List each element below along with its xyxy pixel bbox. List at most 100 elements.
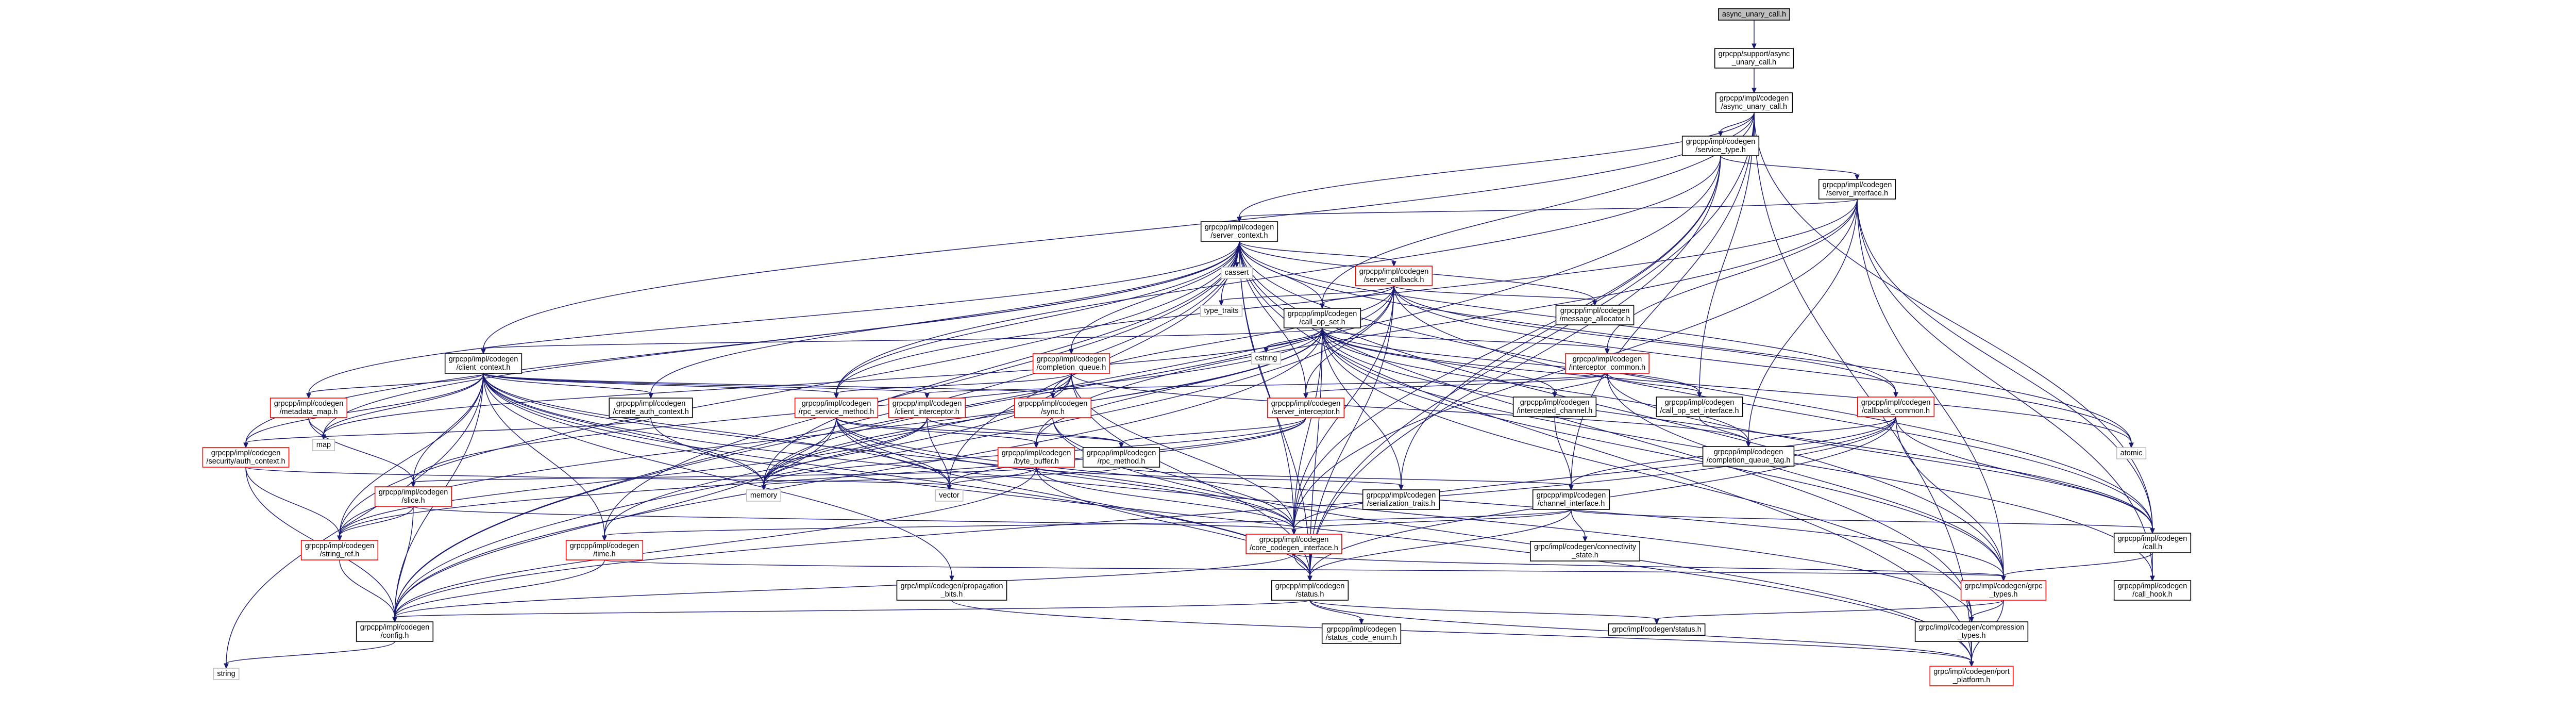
node-box bbox=[1702, 446, 1795, 467]
graph-node-server-context[interactable]: grpcpp/impl/codegen/server_context.h bbox=[1200, 221, 1278, 242]
graph-node-propagation-bits[interactable]: grpc/impl/codegen/propagation_bits.h bbox=[896, 580, 1007, 601]
graph-node-config[interactable]: grpcpp/impl/codegen/config.h bbox=[356, 621, 434, 642]
graph-node-client-interceptor[interactable]: grpcpp/impl/codegen/client_interceptor.h bbox=[888, 398, 966, 418]
node-label-line: /interceptor_common.h bbox=[1569, 364, 1645, 372]
graph-node-root[interactable]: async_unary_call.h bbox=[1718, 8, 1790, 21]
graph-node-sync[interactable]: grpcpp/impl/codegen/sync.h bbox=[1014, 398, 1092, 418]
edge-server-interface-to-interceptor-common bbox=[1605, 199, 1858, 355]
node-label-line: grpcpp/impl/codegen bbox=[1205, 223, 1274, 232]
edge-server-callback-to-atomic bbox=[1393, 285, 2134, 449]
node-label-line: /status_code_enum.h bbox=[1326, 634, 1398, 642]
graph-node-service-type[interactable]: grpcpp/impl/codegen/service_type.h bbox=[1681, 136, 1760, 156]
node-box bbox=[1857, 397, 1935, 417]
edge-completion-queue-to-rpc-service-method bbox=[834, 373, 1072, 399]
graph-node-slice[interactable]: grpcpp/impl/codegen/slice.h bbox=[374, 486, 452, 507]
node-label-line: grpcpp/impl/codegen bbox=[1560, 307, 1630, 315]
node-label-line: grpcpp/impl/codegen bbox=[1720, 94, 1789, 103]
node-label-line: grpcpp/impl/codegen bbox=[1537, 491, 1606, 500]
edge-client-context-to-create-auth-context bbox=[483, 373, 653, 399]
graph-node-support[interactable]: grpcpp/support/async_unary_call.h bbox=[1714, 48, 1794, 69]
graph-node-vector: vector bbox=[935, 489, 964, 502]
edge-security-auth-context-to-vector bbox=[245, 467, 952, 491]
graph-node-serialization-traits[interactable]: grpcpp/impl/codegen/serialization_traits… bbox=[1362, 489, 1440, 510]
node-box bbox=[356, 621, 434, 642]
graph-node-call-op-set[interactable]: grpcpp/impl/codegen/call_op_set.h bbox=[1283, 308, 1361, 328]
edge-config-to-string bbox=[224, 641, 395, 669]
graph-node-rpc-method[interactable]: grpcpp/impl/codegen/rpc_method.h bbox=[1082, 447, 1160, 468]
graph-node-server-callback[interactable]: grpcpp/impl/codegen/server_callback.h bbox=[1355, 266, 1433, 286]
graph-node-server-interface[interactable]: grpcpp/impl/codegen/server_interface.h bbox=[1818, 179, 1896, 200]
node-label-line: _state.h bbox=[1571, 551, 1598, 559]
edge-client-context-to-port-platform bbox=[483, 373, 1974, 667]
edge-service-type-to-core-codegen-interface bbox=[1291, 155, 1721, 535]
edge-interceptor-common-to-intercepted-channel bbox=[1552, 373, 1608, 398]
graph-node-time[interactable]: grpcpp/impl/codegen/time.h bbox=[565, 540, 644, 560]
graph-node-interceptor-common[interactable]: grpcpp/impl/codegen/interceptor_common.h bbox=[1565, 353, 1649, 374]
graph-node-callback-common[interactable]: grpcpp/impl/codegen/callback_common.h bbox=[1857, 397, 1935, 417]
node-box bbox=[609, 398, 693, 418]
graph-node-call-hook[interactable]: grpcpp/impl/codegen/call_hook.h bbox=[2113, 580, 2192, 601]
node-label-line: grpcpp/impl/codegen bbox=[2118, 535, 2187, 543]
edge-time-to-grpc-types bbox=[604, 559, 2006, 582]
edge-slice-to-core-codegen-interface bbox=[413, 506, 1297, 535]
graph-node-completion-queue[interactable]: grpcpp/impl/codegen/completion_queue.h bbox=[1032, 353, 1110, 374]
edge-server-callback-to-callback-common bbox=[1393, 285, 1898, 398]
node-box bbox=[312, 439, 335, 451]
graph-node-rpc-service-method[interactable]: grpcpp/impl/codegen/rpc_service_method.h bbox=[794, 398, 879, 418]
graph-node-core-codegen-interface[interactable]: grpcpp/impl/codegen/core_codegen_interfa… bbox=[1245, 534, 1342, 554]
node-box bbox=[213, 668, 240, 680]
node-label-line: grpcpp/impl/codegen bbox=[1665, 399, 1735, 407]
edge-client-context-to-vector bbox=[483, 373, 952, 491]
node-label-line: vector bbox=[939, 491, 959, 500]
graph-node-call-op-set-interface[interactable]: grpcpp/impl/codegen/call_op_set_interfac… bbox=[1656, 397, 1743, 417]
graph-node-port-platform[interactable]: grpc/impl/codegen/port_platform.h bbox=[1929, 666, 2014, 686]
graph-node-byte-buffer[interactable]: grpcpp/impl/codegen/byte_buffer.h bbox=[997, 447, 1075, 468]
node-label-line: /serialization_traits.h bbox=[1367, 500, 1435, 508]
graph-node-message-allocator[interactable]: grpcpp/impl/codegen/message_allocator.h bbox=[1555, 305, 1635, 325]
node-label-line: /channel_interface.h bbox=[1538, 500, 1605, 508]
node-label-line: grpc/impl/codegen/port bbox=[1933, 668, 2010, 676]
edge-slice-to-string-ref bbox=[337, 506, 414, 541]
edge-client-context-to-metadata-map bbox=[306, 373, 484, 399]
graph-node-compression-types[interactable]: grpc/impl/codegen/compression_types.h bbox=[1914, 621, 2029, 642]
edge-callback-common-to-completion-queue-tag bbox=[1746, 416, 1896, 448]
edge-cg-async-to-call bbox=[1754, 112, 2155, 534]
graph-node-server-interceptor[interactable]: grpcpp/impl/codegen/server_interceptor.h bbox=[1267, 398, 1345, 418]
node-label-line: /async_unary_call.h bbox=[1721, 103, 1787, 111]
graph-node-intercepted-channel[interactable]: grpcpp/impl/codegen/intercepted_channel.… bbox=[1512, 397, 1597, 417]
graph-node-status[interactable]: grpcpp/impl/codegen/status.h bbox=[1271, 580, 1349, 601]
graph-node-channel-interface[interactable]: grpcpp/impl/codegen/channel_interface.h bbox=[1532, 489, 1610, 510]
edge-status-to-config bbox=[392, 600, 1310, 623]
edge-grpc-types-to-c-status bbox=[1654, 600, 2004, 625]
node-box bbox=[1608, 623, 1706, 636]
graph-node-grpc-types[interactable]: grpc/impl/codegen/grpc_types.h bbox=[1960, 580, 2047, 601]
node-label-line: async_unary_call.h bbox=[1722, 10, 1786, 19]
edge-core-codegen-interface-to-config bbox=[392, 553, 1294, 623]
graph-node-connectivity-state[interactable]: grpc/impl/codegen/connectivity_state.h bbox=[1530, 541, 1640, 562]
node-label-line: grpcpp/impl/codegen bbox=[1018, 400, 1088, 408]
edge-server-context-to-config bbox=[392, 241, 1240, 623]
graph-node-call[interactable]: grpcpp/impl/codegen/call.h bbox=[2113, 533, 2192, 553]
graph-node-cg-async[interactable]: grpcpp/impl/codegen/async_unary_call.h bbox=[1715, 92, 1793, 113]
node-box bbox=[1532, 489, 1610, 510]
node-label-line: /call.h bbox=[2143, 543, 2162, 551]
node-label-line: _types.h bbox=[1957, 632, 1986, 640]
node-box bbox=[1512, 397, 1597, 417]
graph-node-completion-queue-tag[interactable]: grpcpp/impl/codegen/completion_queue_tag… bbox=[1702, 446, 1795, 467]
graph-node-string-ref[interactable]: grpcpp/impl/codegen/string_ref.h bbox=[300, 540, 379, 560]
graph-node-status-code-enum[interactable]: grpcpp/impl/codegen/status_code_enum.h bbox=[1321, 623, 1402, 644]
node-label-line: /byte_buffer.h bbox=[1014, 457, 1059, 466]
graph-node-c-status[interactable]: grpc/impl/codegen/status.h bbox=[1608, 623, 1706, 636]
node-label-line: _bits.h bbox=[940, 590, 963, 599]
edge-core-codegen-interface-to-status bbox=[1293, 553, 1312, 582]
graph-node-metadata-map[interactable]: grpcpp/impl/codegen/metadata_map.h bbox=[270, 398, 348, 418]
node-box bbox=[270, 398, 348, 418]
edge-call-op-set-to-config bbox=[392, 327, 1323, 623]
node-box bbox=[997, 447, 1075, 468]
graph-node-security-auth-context[interactable]: grpcpp/impl/codegen/security/auth_contex… bbox=[202, 447, 290, 468]
graph-node-client-context[interactable]: grpcpp/impl/codegen/client_context.h bbox=[444, 353, 523, 374]
graph-node-create-auth-context[interactable]: grpcpp/impl/codegen/create_auth_context.… bbox=[609, 398, 693, 418]
node-label-line: grpcpp/impl/codegen bbox=[2118, 582, 2187, 590]
graph-node-map: map bbox=[312, 439, 335, 451]
node-label-line: grpcpp/impl/codegen bbox=[1327, 625, 1396, 634]
